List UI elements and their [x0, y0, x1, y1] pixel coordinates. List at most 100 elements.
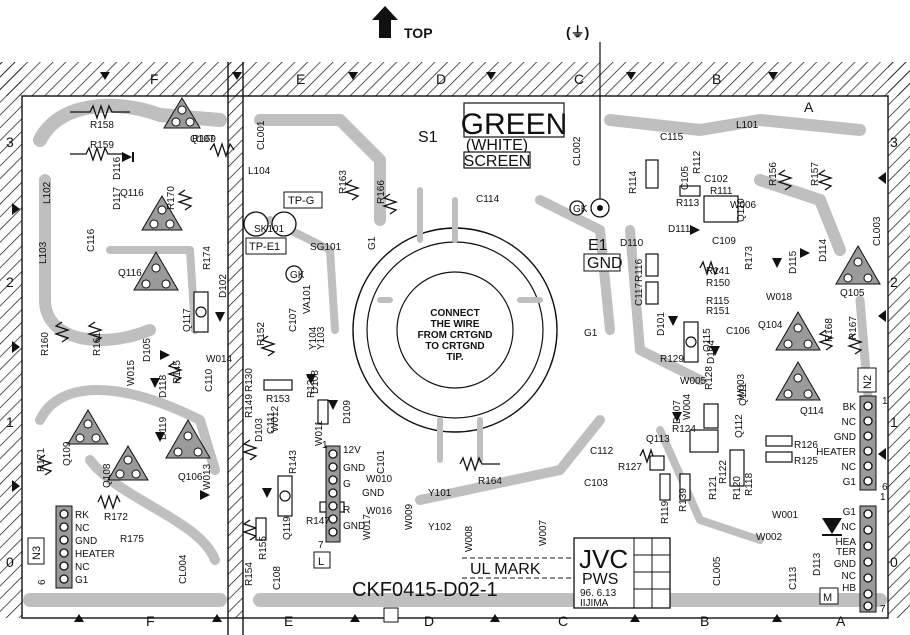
tp-e1-label: TP-E1	[249, 241, 280, 253]
svg-text:D118: D118	[158, 374, 169, 398]
svg-text:C110: C110	[204, 368, 215, 392]
diode-labels: D116 D117 D102 D105 D118 D119 D108 D109 …	[112, 156, 829, 576]
reference-labels: R158 R159 R169 R170 R174 R160 R161 R145 …	[36, 120, 859, 586]
svg-text:IIJIMA: IIJIMA	[580, 598, 609, 609]
svg-text:D102: D102	[218, 274, 229, 298]
svg-text:CL001: CL001	[256, 120, 267, 150]
svg-text:D116: D116	[112, 156, 123, 180]
diodes	[122, 152, 842, 536]
svg-text:R131: R131	[306, 374, 317, 398]
row-label: 3	[6, 134, 14, 150]
svg-text:Q105: Q105	[840, 288, 865, 299]
svg-text:C101: C101	[376, 450, 387, 474]
svg-text:1: 1	[322, 440, 328, 451]
svg-text:D110: D110	[620, 238, 644, 249]
svg-text:NC: NC	[842, 462, 856, 473]
svg-text:W017: W017	[362, 513, 373, 540]
svg-text:Y102: Y102	[428, 522, 452, 533]
green-label: GREEN	[461, 108, 568, 141]
svg-text:NC: NC	[842, 571, 856, 582]
svg-text:1: 1	[882, 396, 888, 407]
svg-text:D108: D108	[310, 370, 321, 394]
svg-text:R175: R175	[120, 534, 144, 545]
svg-text:R173: R173	[744, 246, 755, 270]
svg-text:GND: GND	[587, 255, 623, 272]
svg-text:12V: 12V	[343, 445, 361, 456]
svg-text:R147: R147	[306, 516, 330, 527]
svg-text:W012: W012	[270, 405, 281, 432]
svg-text:CONNECT: CONNECT	[430, 308, 479, 319]
svg-text:W015: W015	[126, 359, 137, 386]
capacitor-labels: C116 C110 C107 C111 C101 C108 C114 C115 …	[86, 120, 883, 590]
svg-text:R169: R169	[192, 134, 216, 145]
row-label: 0	[6, 554, 14, 570]
svg-text:G1: G1	[843, 477, 857, 488]
svg-text:C105: C105	[680, 166, 691, 190]
svg-text:NC: NC	[75, 523, 89, 534]
svg-text:R122: R122	[718, 460, 729, 484]
s1-label: S1	[418, 129, 438, 146]
svg-text:C109: C109	[712, 236, 736, 247]
resistors	[36, 103, 864, 541]
connect-note: CONNECT THE WIRE FROM CRTGND TO CRTGND T…	[418, 308, 493, 363]
svg-text:W005: W005	[680, 376, 707, 387]
svg-text:VA101: VA101	[302, 284, 313, 314]
col-label: E	[296, 71, 305, 87]
top-label: TOP	[404, 25, 433, 41]
screen-label: SCREEN	[464, 153, 531, 170]
svg-text:R158: R158	[90, 120, 114, 131]
svg-text:R157: R157	[810, 162, 821, 186]
svg-text:C111: C111	[266, 411, 277, 434]
svg-text:M: M	[823, 592, 832, 604]
row-label: 1	[890, 414, 898, 430]
col-label: A	[836, 613, 846, 629]
svg-text:W010: W010	[366, 474, 393, 485]
svg-text:Q104: Q104	[758, 320, 783, 331]
svg-text:NC: NC	[842, 522, 856, 533]
svg-text:Y104: Y104	[308, 326, 319, 350]
svg-text:R150: R150	[706, 278, 730, 289]
svg-text:D107: D107	[672, 400, 683, 424]
svg-text:6: 6	[37, 579, 48, 585]
svg-text:R154: R154	[244, 562, 255, 586]
col-label: E	[284, 613, 293, 629]
transistor-pads	[75, 105, 873, 479]
svg-text:96. 6.13: 96. 6.13	[580, 588, 617, 599]
svg-text:C108: C108	[272, 566, 283, 590]
svg-text:R155: R155	[258, 536, 269, 560]
svg-text:GND: GND	[362, 488, 384, 499]
svg-text:NC: NC	[75, 562, 89, 573]
svg-text:L101: L101	[736, 120, 759, 131]
svg-text:R167: R167	[848, 316, 859, 340]
svg-text:W014: W014	[206, 354, 233, 365]
svg-text:GND: GND	[834, 559, 856, 570]
col-label: C	[558, 613, 568, 629]
svg-text:NC: NC	[842, 417, 856, 428]
svg-text:D119: D119	[158, 416, 169, 440]
svg-text:W008: W008	[464, 525, 475, 552]
col-label: A	[804, 99, 814, 115]
svg-text:R128: R128	[704, 366, 715, 390]
svg-text:HB: HB	[842, 583, 856, 594]
svg-text:G1: G1	[843, 507, 857, 518]
svg-text:FROM CRTGND: FROM CRTGND	[418, 330, 493, 341]
svg-text:D104: D104	[706, 340, 717, 364]
svg-text:R114: R114	[628, 170, 639, 194]
svg-text:Y103: Y103	[316, 326, 327, 350]
top-indicator: TOP	[372, 6, 433, 41]
svg-text:HEATER: HEATER	[75, 549, 115, 560]
svg-text:GND: GND	[343, 521, 365, 532]
svg-text:G1: G1	[75, 575, 89, 586]
svg-text:W013: W013	[202, 463, 213, 490]
col-label: C	[574, 71, 584, 87]
svg-text:Q115: Q115	[702, 328, 713, 352]
svg-text:W016: W016	[366, 506, 393, 517]
svg-text:R161: R161	[92, 332, 103, 356]
svg-text:R113: R113	[676, 198, 700, 209]
svg-text:Q113: Q113	[646, 434, 670, 445]
row-label: 2	[6, 274, 14, 290]
svg-text:R145: R145	[172, 360, 183, 384]
svg-text:D113: D113	[812, 552, 823, 576]
svg-text:6: 6	[882, 482, 888, 493]
row-label: 2	[890, 274, 898, 290]
